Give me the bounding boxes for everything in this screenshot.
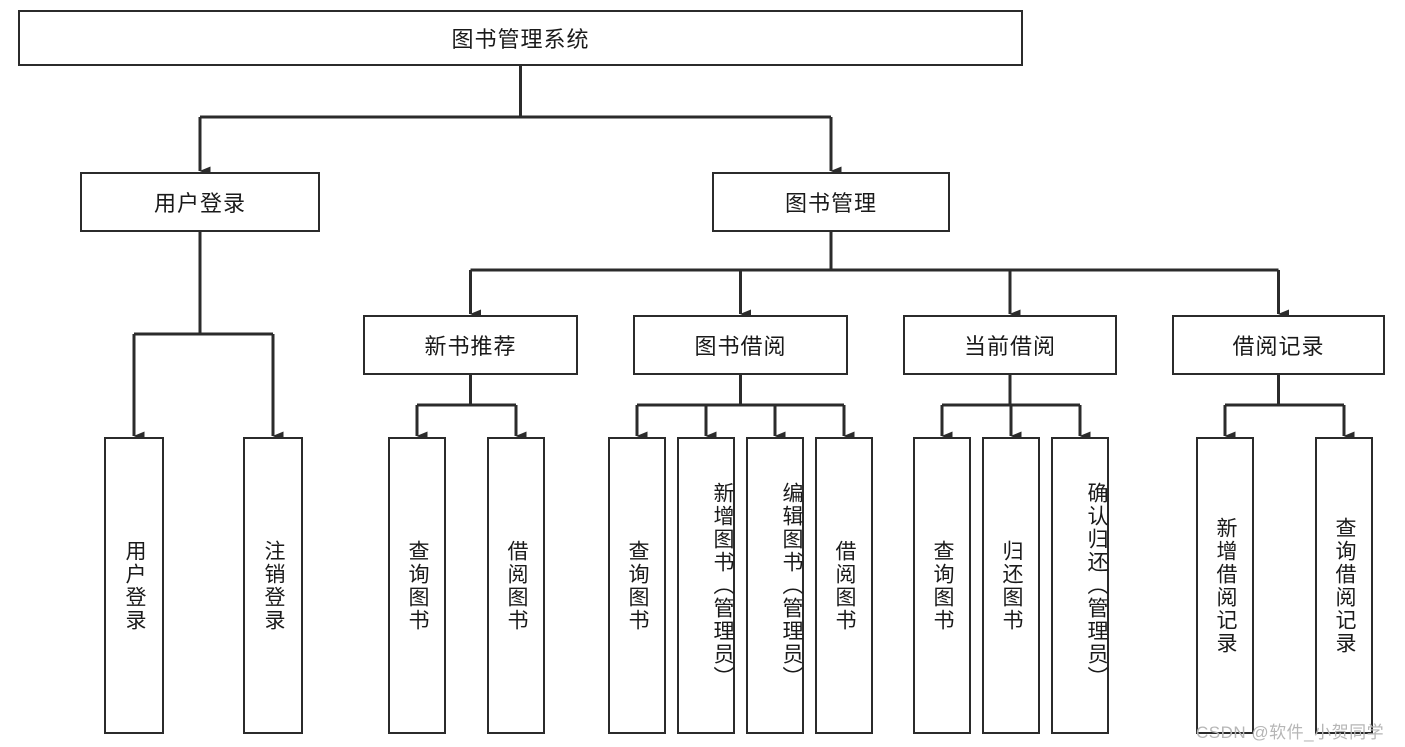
node-leaf-query-record-label: 查询借阅记录 [1333,516,1357,655]
node-book-manage[interactable]: 图书管理 [712,172,950,232]
node-current-borrow-label: 当前借阅 [963,334,1056,359]
node-leaf-confirm-return[interactable]: 确认归还（管理员） [1051,437,1109,734]
node-new-book-rec[interactable]: 新书推荐 [363,315,578,375]
node-leaf-borrow-book-bor-label: 借阅图书 [833,539,857,632]
node-root-label: 图书管理系统 [451,27,590,52]
node-leaf-user-logout[interactable]: 注销登录 [243,437,303,734]
node-leaf-return-book[interactable]: 归还图书 [982,437,1040,734]
node-leaf-return-book-label: 归还图书 [1000,539,1024,632]
node-leaf-edit-book[interactable]: 编辑图书（管理员） [746,437,804,734]
node-book-borrow[interactable]: 图书借阅 [633,315,848,375]
node-leaf-add-record-label: 新增借阅记录 [1214,516,1238,655]
node-leaf-confirm-return-label: 确认归还（管理员） [1085,482,1108,689]
node-leaf-user-login[interactable]: 用户登录 [104,437,164,734]
node-leaf-query-book-rec[interactable]: 查询图书 [388,437,446,734]
node-current-borrow[interactable]: 当前借阅 [903,315,1117,375]
node-book-manage-label: 图书管理 [784,191,877,216]
node-borrow-record[interactable]: 借阅记录 [1172,315,1385,375]
node-leaf-user-logout-label: 注销登录 [262,539,286,632]
csdn-watermark: CSDN @软件_小贺同学 [1196,723,1385,742]
node-leaf-query-book-cur[interactable]: 查询图书 [913,437,971,734]
node-leaf-add-book-label: 新增图书（管理员） [711,482,734,689]
node-book-borrow-label: 图书借阅 [694,334,787,359]
node-leaf-borrow-book-rec-label: 借阅图书 [505,539,529,632]
node-leaf-query-record[interactable]: 查询借阅记录 [1315,437,1373,734]
node-leaf-query-book-bor[interactable]: 查询图书 [608,437,666,734]
node-user-login-label: 用户登录 [153,191,246,216]
node-user-login[interactable]: 用户登录 [80,172,320,232]
node-leaf-add-record[interactable]: 新增借阅记录 [1196,437,1254,734]
node-new-book-rec-label: 新书推荐 [424,334,517,359]
node-root[interactable]: 图书管理系统 [18,10,1023,66]
node-leaf-query-book-rec-label: 查询图书 [406,539,430,632]
node-leaf-borrow-book-bor[interactable]: 借阅图书 [815,437,873,734]
node-leaf-add-book[interactable]: 新增图书（管理员） [677,437,735,734]
node-leaf-borrow-book-rec[interactable]: 借阅图书 [487,437,545,734]
node-leaf-user-login-label: 用户登录 [123,539,147,632]
node-leaf-query-book-cur-label: 查询图书 [931,539,955,632]
node-borrow-record-label: 借阅记录 [1232,334,1325,359]
node-leaf-edit-book-label: 编辑图书（管理员） [780,482,803,689]
node-leaf-query-book-bor-label: 查询图书 [626,539,650,632]
